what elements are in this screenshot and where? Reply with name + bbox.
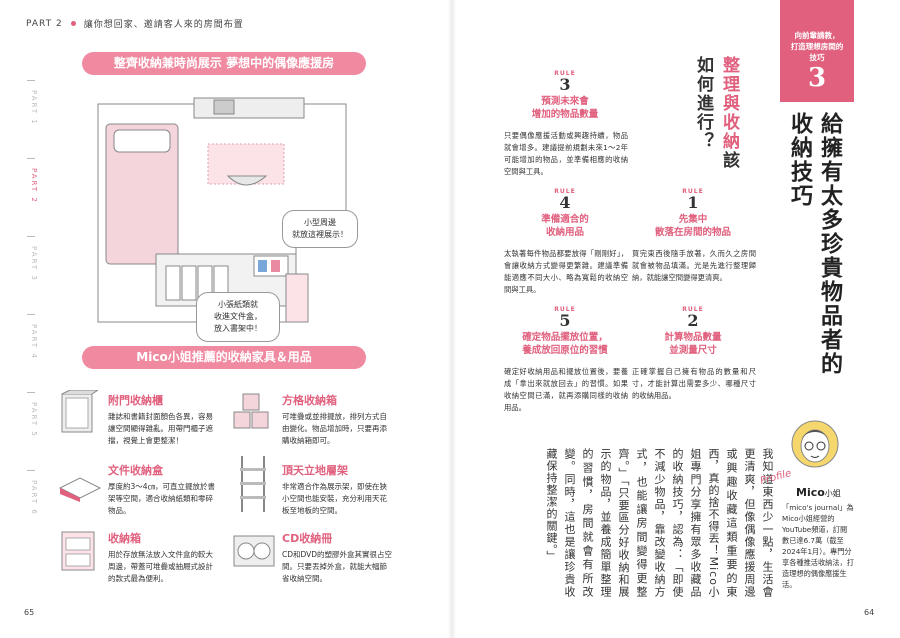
part-tab-3: PART 3: [30, 246, 38, 282]
file-box-icon: [58, 477, 102, 502]
furniture-item-cd-binder: CD收納冊 CD和DVD的塑膠外盒其實很占空間。只要丟掉外盒，就能大幅節省收納空…: [282, 532, 393, 583]
rule-2: RULE 2 計算物品數量 並測量尺寸: [664, 306, 722, 356]
room-banner: 整齊收納兼時尚展示 夢想中的偶像應援房: [82, 52, 366, 75]
page-fold: [448, 0, 456, 638]
page-number-right: 64: [864, 608, 875, 617]
cd-binder-icon: [233, 535, 275, 567]
chapter-title: 讓你想回家、邀請客人來的房間布置: [83, 20, 244, 30]
rule-3-body: 只要偶像應援活動或興趣持續，物品就會增多。建議提前規劃未來1～2年可能增加的物品…: [504, 131, 628, 176]
part-tab-5: PART 5: [30, 402, 38, 438]
rule-1: RULE 1 先集中 散落在房間的物品: [654, 188, 731, 238]
part-tab-4: PART 4: [30, 324, 38, 360]
intro-essay: 我知道東西少一點，生活會更清爽，但像偶像應援周邊或興趣收藏這類重要的東西，真的捨…: [545, 448, 774, 598]
bullet-dot-icon: [70, 21, 76, 26]
rule-5: RULE 5 確定物品擺放位置， 養成放回原位的習慣: [522, 306, 608, 356]
furniture-item-grid-box: 方格收納箱 可堆疊或並排擺放，排列方式自由變化。物品增加時，只要再添購收納箱即可…: [282, 394, 387, 445]
furniture-item-tension-rack: 頂天立地層架 非常適合作為展示架，即使在狹小空間也能安裝，充分利用天花板至地板的…: [282, 464, 387, 515]
chapter-tag: 向前輩請教， 打造理想房間的 技巧 3: [780, 0, 854, 102]
part-label: PART 2: [26, 18, 63, 29]
callout-file-box: 小張紙類就 收進文件盒， 放入書架中！: [196, 292, 280, 342]
part-tab-1: PART 1: [30, 90, 38, 126]
storage-box-icon: [61, 531, 95, 571]
rule-2-body: 正確掌握自己擁有物品的數量和尺寸，才能計算出需要多少、哪種尺寸的收納用品。: [632, 367, 756, 400]
room-illustration: [97, 97, 347, 323]
furniture-item-storage-box: 收納箱 用於存放無法放入文件盒的較大周邊，帶蓋可堆疊或抽屜式設計的款式最為便利。: [108, 532, 213, 583]
part-tab-6: PART 6: [30, 480, 38, 516]
door-cabinet-icon: [61, 390, 98, 433]
tension-rack-icon: [240, 456, 266, 512]
furniture-banner: Mico小姐推薦的收納家具＆用品: [82, 346, 366, 369]
rule-1-body: 買完東西後隨手放著，久而久之房間就會被物品填滿。光是先進行整理歸納，就能讓空間變…: [632, 249, 756, 282]
callout-shelf: 小型周邊 就放這裡展示！: [282, 210, 358, 248]
rule-4: RULE 4 準備適合的 收納用品: [541, 188, 589, 238]
rule-5-body: 確定好收納用品和擺放位置後，要養成「拿出來就放回去」的習慣。如果收納空間已滿，就…: [504, 367, 628, 412]
section-question: 整理與收納該如何進行？: [693, 56, 739, 170]
grid-box-icon: [233, 393, 269, 429]
part-tabs: PART 1 PART 2 PART 3 PART 4 PART 5 PART …: [10, 80, 46, 550]
profile-name: Mico小姐: [796, 486, 841, 499]
main-title: 給擁有太多珍貴物品者的收納技巧: [787, 112, 842, 376]
rule-3: RULE 3 預測未來會 增加的物品數量: [531, 70, 599, 120]
mico-avatar-icon: [791, 420, 839, 468]
chapter-number: 3: [807, 63, 827, 93]
part-tab-2: PART 2: [30, 168, 38, 204]
furniture-item-cabinet: 附門收納櫃 雜誌和書籍封面顏色各異，容易讓空間顯得雜亂。用帶門櫃子遮擋，視覺上會…: [108, 394, 213, 445]
furniture-item-file-box: 文件收納盒 厚度約3～4㎝，可直立擺放於書架等空間，適合收納紙類和零碎物品。: [108, 464, 216, 515]
rule-4-body: 太執著每件物品都要放得「剛剛好」，會讓收納方式變得更繁雜。建議準備能適應不同大小…: [504, 249, 628, 294]
profile-description: 「mico's journal」為Mico小姐經營的YouTube頻道，訂閱數已…: [782, 503, 854, 589]
running-header: PART 2 讓你想回家、邀請客人來的房間布置: [26, 17, 244, 31]
page-number-left: 65: [24, 608, 35, 617]
